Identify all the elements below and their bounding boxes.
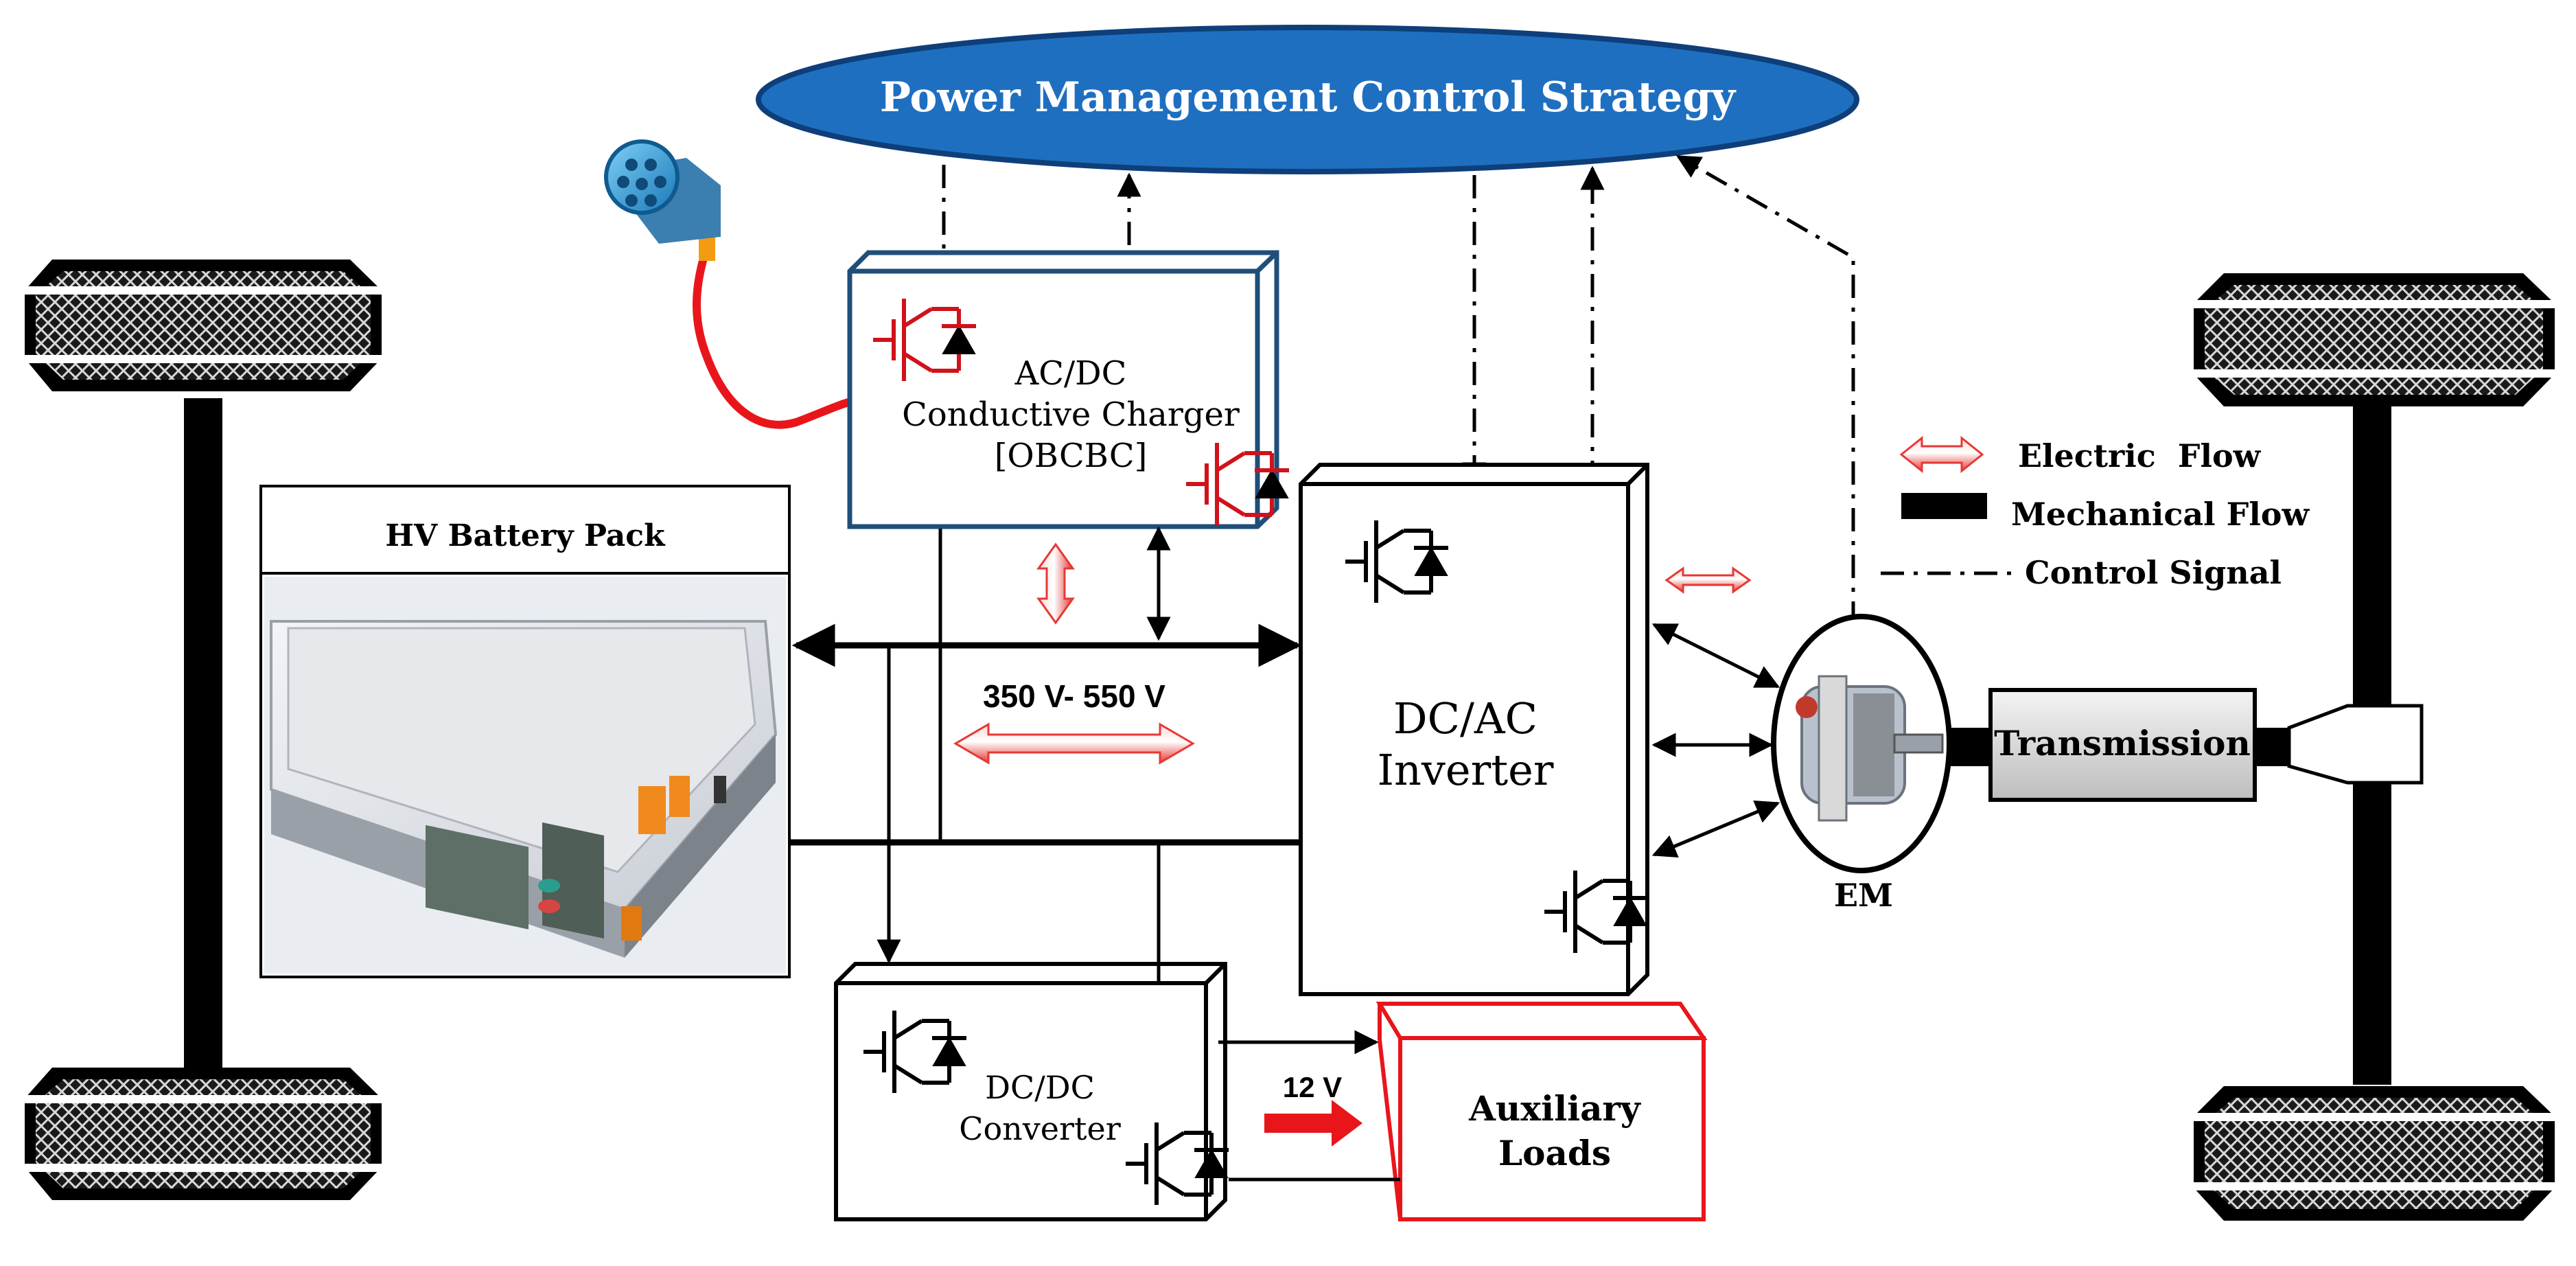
- wheel-icon: [2194, 273, 2555, 406]
- igbt-switch-icon: [1186, 443, 1289, 525]
- legend: Electric Flow Mechanical Flow Control Si…: [1881, 435, 2310, 591]
- charger-block: AC/DC Conductive Charger [OBCBC]: [847, 250, 1289, 529]
- legend-control-signal: Control Signal: [1881, 554, 2282, 591]
- right-axle: [2194, 273, 2555, 1221]
- wheel-icon: [25, 260, 382, 391]
- wheel-icon: [2194, 1086, 2555, 1221]
- left-axle: [25, 260, 382, 1200]
- wheel-icon: [25, 1068, 382, 1200]
- dcdc-label-line1: DC/DC: [985, 1069, 1095, 1106]
- battery-block: HV Battery Pack: [259, 485, 791, 978]
- legend-control-label: Control Signal: [2025, 554, 2282, 591]
- dcdc-label-line2: Converter: [959, 1110, 1120, 1147]
- battery-label: HV Battery Pack: [385, 518, 666, 553]
- transmission-label: Transmission: [1994, 723, 2251, 763]
- charger-label-line2: Conductive Charger: [902, 395, 1240, 434]
- power-bus: [789, 526, 1780, 1182]
- electric-motor-icon: [1771, 614, 1952, 873]
- inverter-label-line1: DC/AC: [1393, 693, 1538, 744]
- bus-voltage-label: 350 V- 550 V: [983, 678, 1165, 714]
- aux-label-line1: Auxiliary: [1468, 1088, 1642, 1129]
- control-strategy-ellipse: Power Management Control Strategy: [756, 25, 1859, 174]
- aux-label-line2: Loads: [1498, 1133, 1611, 1173]
- transmission-block: Transmission: [1949, 688, 2424, 802]
- legend-mechanical-label: Mechanical Flow: [2011, 496, 2310, 533]
- igbt-switch-icon: [863, 1011, 966, 1093]
- igbt-switch-icon: [1345, 520, 1448, 603]
- legend-electric-flow: Electric Flow: [1899, 435, 2262, 474]
- battery-pack-photo: [264, 577, 786, 974]
- charger-label-line3: [OBCBC]: [995, 437, 1148, 475]
- motor-label: EM: [1834, 877, 1893, 914]
- inverter-block: DC/AC Inverter: [1299, 463, 1649, 996]
- igbt-switch-icon: [1544, 871, 1647, 953]
- legend-electric-label: Electric Flow: [2018, 437, 2262, 474]
- charging-plug-icon: [604, 139, 852, 429]
- legend-mechanical-flow: Mechanical Flow: [1901, 493, 2310, 533]
- inverter-label-line2: Inverter: [1377, 745, 1553, 795]
- charger-label-line1: AC/DC: [1014, 354, 1127, 393]
- control-strategy-title: Power Management Control Strategy: [880, 73, 1737, 122]
- igbt-switch-icon: [873, 299, 976, 381]
- low-voltage-label: 12 V: [1283, 1071, 1342, 1103]
- electric-flow-arrows: [953, 542, 1752, 1147]
- dcdc-block: DC/DC Converter: [834, 962, 1229, 1221]
- igbt-switch-icon: [1126, 1123, 1229, 1205]
- aux-loads-block: Auxiliary Loads: [1376, 1002, 1708, 1221]
